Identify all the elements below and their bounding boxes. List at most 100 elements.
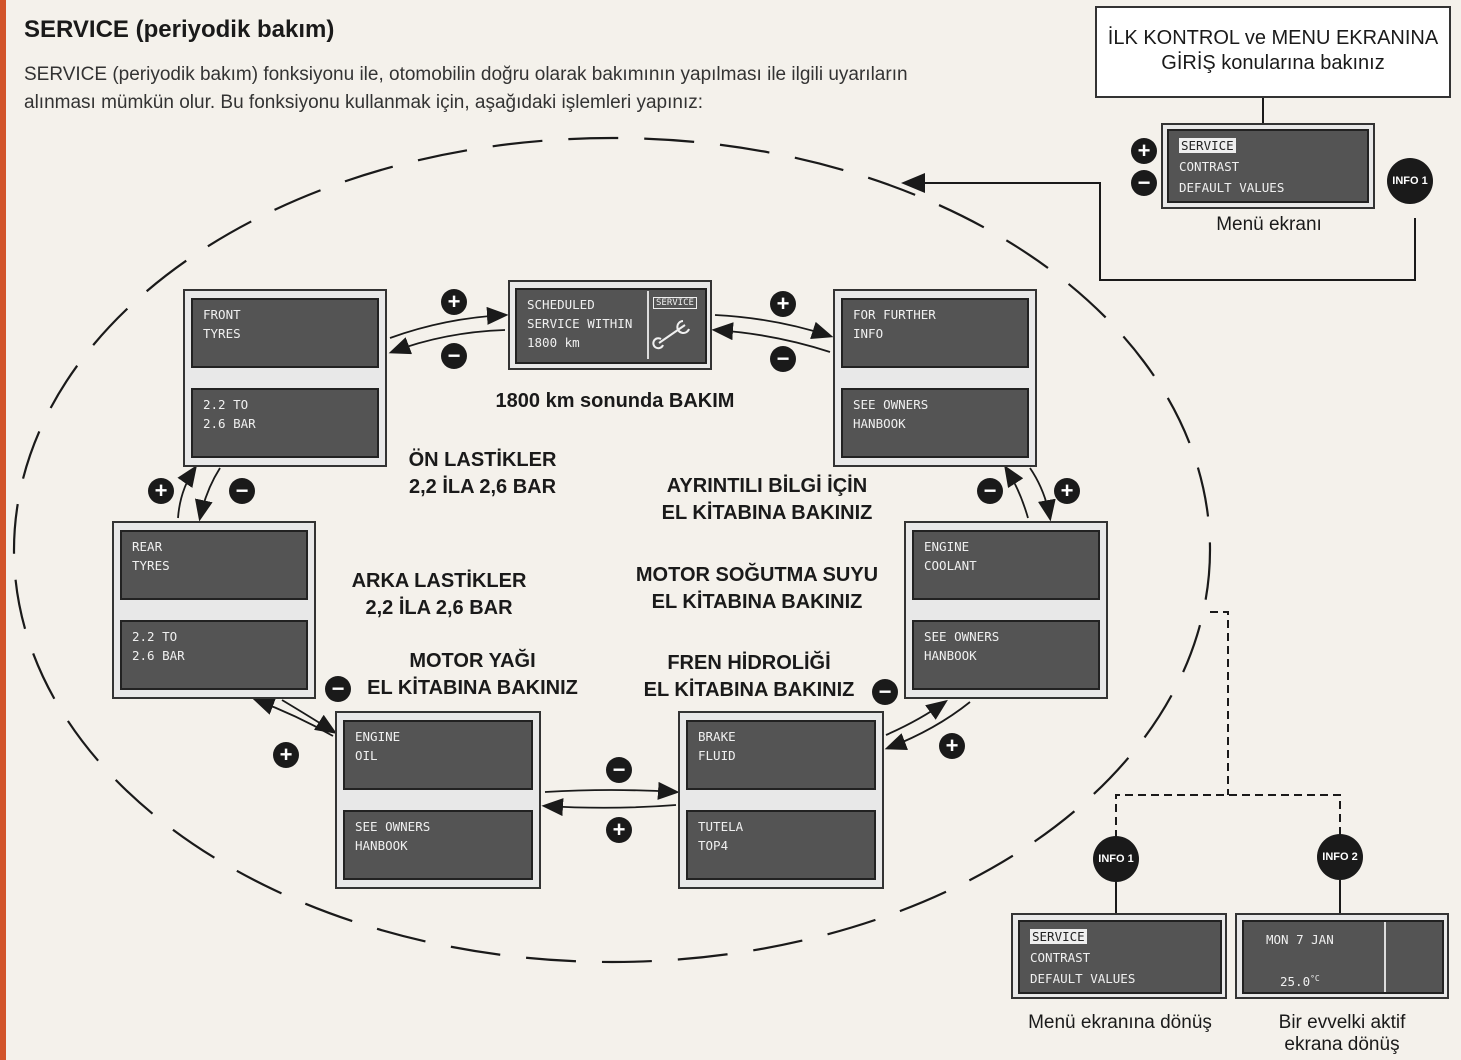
temperature-unit: °C bbox=[1310, 974, 1320, 983]
page-title: SERVICE (periyodik bakım) bbox=[24, 16, 335, 43]
return-prev-screen: MON 7 JAN 25.0°C bbox=[1242, 920, 1444, 994]
reference-line-2: GİRİŞ konularına bakınız bbox=[1161, 52, 1385, 74]
return-prev-caption-2: ekrana dönüş bbox=[1284, 1034, 1400, 1055]
temperature-display: 25.0°C bbox=[1280, 969, 1320, 991]
minus-button-brake-coolant[interactable]: − bbox=[872, 679, 898, 705]
brake-fluid-lcd: BRAKE FLUID TUTELA TOP4 bbox=[678, 711, 884, 889]
further-info-top: FOR FURTHER INFO bbox=[841, 298, 1029, 368]
service-icon: SERVICE bbox=[647, 291, 703, 359]
arrow-rear-oil bbox=[252, 697, 338, 737]
info2-button[interactable]: INFO 2 bbox=[1317, 834, 1363, 880]
engine-oil-lcd: ENGINE OIL SEE OWNERS HANBOOK bbox=[335, 711, 541, 889]
intro-line-1: SERVICE (periyodik bakım) fonksiyonu ile… bbox=[24, 64, 908, 85]
plus-button-rear-front[interactable]: + bbox=[148, 478, 174, 504]
cycle-ellipse bbox=[12, 136, 1212, 964]
minus-button-front-scheduled[interactable]: − bbox=[441, 343, 467, 369]
rear-caption-1: ARKA LASTİKLER bbox=[351, 570, 527, 592]
rear-caption-2: 2,2 İLA 2,6 BAR bbox=[365, 597, 513, 619]
front-caption-2: 2,2 İLA 2,6 BAR bbox=[408, 476, 557, 498]
page-edge-stripe bbox=[0, 0, 6, 1060]
menu-item-service[interactable]: SERVICE bbox=[1179, 138, 1236, 153]
scheduled-screen: SCHEDULED SERVICE WITHIN 1800 km bbox=[515, 288, 707, 364]
scheduled-caption: 1800 km sonunda BAKIM bbox=[495, 390, 735, 412]
menu-connector bbox=[901, 173, 1416, 281]
arrow-oil-brake bbox=[541, 781, 680, 817]
menu-lcd: SERVICE CONTRAST DEFAULT VALUES bbox=[1161, 123, 1375, 209]
brake-caption-1: FREN HİDROLİĞİ bbox=[667, 652, 831, 674]
rear-tyres-top: REAR TYRES bbox=[120, 530, 308, 600]
return-menu-lcd: SERVICE CONTRAST DEFAULT VALUES bbox=[1011, 913, 1227, 999]
front-tyres-bottom: 2.2 TO 2.6 BAR bbox=[191, 388, 379, 458]
return-prev-lcd: MON 7 JAN 25.0°C bbox=[1235, 913, 1449, 999]
reference-line-1: İLK KONTROL ve MENU EKRANINA bbox=[1107, 27, 1439, 49]
arrow-front-scheduled bbox=[388, 306, 509, 355]
arrow-brake-coolant bbox=[884, 699, 971, 750]
engine-oil-caption: MOTOR YAĞI EL KİTABINA BAKINIZ bbox=[355, 648, 590, 702]
menu-caption: Menü ekranı bbox=[1216, 214, 1322, 235]
coolant-caption-1: MOTOR SOĞUTMA SUYU bbox=[635, 564, 879, 586]
menu-screen: SERVICE CONTRAST DEFAULT VALUES bbox=[1167, 129, 1369, 203]
minus-button-front-rear[interactable]: − bbox=[229, 478, 255, 504]
screen-divider bbox=[1384, 922, 1386, 992]
service-icon-label: SERVICE bbox=[653, 297, 697, 309]
coolant-caption: MOTOR SOĞUTMA SUYU EL KİTABINA BAKINIZ bbox=[612, 562, 902, 616]
further-info-bottom: SEE OWNERS HANBOOK bbox=[841, 388, 1029, 458]
return-item-contrast[interactable]: CONTRAST bbox=[1030, 950, 1091, 965]
return-prev-caption: Bir evvelki aktif ekrana dönüş bbox=[1232, 1012, 1452, 1056]
engine-oil-bottom: SEE OWNERS HANBOOK bbox=[343, 810, 533, 880]
return-menu-caption: Menü ekranına dönüş bbox=[1028, 1012, 1212, 1033]
plus-button-brake-oil[interactable]: + bbox=[606, 817, 632, 843]
wrench-icon bbox=[652, 320, 690, 350]
arrow-scheduled-further bbox=[711, 314, 834, 353]
front-tyres-lcd: FRONT TYRES 2.2 TO 2.6 BAR bbox=[183, 289, 387, 467]
brake-caption-2: EL KİTABINA BAKINIZ bbox=[643, 679, 855, 701]
coolant-lcd: ENGINE COOLANT SEE OWNERS HANBOOK bbox=[904, 521, 1108, 699]
brake-fluid-bottom: TUTELA TOP4 bbox=[686, 810, 876, 880]
plus-button-coolant-further[interactable]: + bbox=[1054, 478, 1080, 504]
menu-item-default-values[interactable]: DEFAULT VALUES bbox=[1179, 180, 1285, 195]
oil-caption-2: EL KİTABINA BAKINIZ bbox=[367, 677, 578, 699]
info1-button-bottom[interactable]: INFO 1 bbox=[1093, 836, 1139, 882]
intro-line-2: alınması mümkün olur. Bu fonksiyonu kull… bbox=[24, 92, 704, 113]
plus-button-coolant-brake[interactable]: + bbox=[939, 733, 965, 759]
minus-button-scheduled-further[interactable]: − bbox=[770, 346, 796, 372]
brake-fluid-caption: FREN HİDROLİĞİ EL KİTABINA BAKINIZ bbox=[630, 650, 868, 704]
plus-button-oil-rear[interactable]: + bbox=[273, 742, 299, 768]
return-item-service[interactable]: SERVICE bbox=[1030, 929, 1087, 944]
minus-button[interactable]: − bbox=[1131, 170, 1157, 196]
info-connector bbox=[1210, 611, 1229, 795]
menu-item-contrast[interactable]: CONTRAST bbox=[1179, 159, 1240, 174]
arrow-front-rear bbox=[177, 465, 221, 522]
arrow-further-coolant bbox=[1004, 464, 1056, 522]
further-caption-2: EL KİTABINA BAKINIZ bbox=[661, 502, 873, 524]
coolant-caption-2: EL KİTABINA BAKINIZ bbox=[651, 591, 863, 613]
further-info-lcd: FOR FURTHER INFO SEE OWNERS HANBOOK bbox=[833, 289, 1037, 467]
coolant-bottom: SEE OWNERS HANBOOK bbox=[912, 620, 1100, 690]
further-caption-1: AYRINTILI BİLGİ İÇİN bbox=[666, 475, 868, 497]
engine-oil-top: ENGINE OIL bbox=[343, 720, 533, 790]
return-menu-screen: SERVICE CONTRAST DEFAULT VALUES bbox=[1018, 920, 1222, 994]
plus-button[interactable]: + bbox=[1131, 138, 1157, 164]
temperature-value: 25.0 bbox=[1280, 974, 1311, 990]
return-prev-caption-1: Bir evvelki aktif bbox=[1278, 1012, 1406, 1033]
plus-button-scheduled-further[interactable]: + bbox=[770, 291, 796, 317]
front-tyres-top: FRONT TYRES bbox=[191, 298, 379, 368]
scheduled-lcd: SCHEDULED SERVICE WITHIN 1800 km SERVICE bbox=[508, 280, 712, 370]
brake-fluid-top: BRAKE FLUID bbox=[686, 720, 876, 790]
coolant-top: ENGINE COOLANT bbox=[912, 530, 1100, 600]
front-caption-1: ÖN LASTİKLER bbox=[408, 449, 557, 471]
info1-button[interactable]: INFO 1 bbox=[1387, 158, 1433, 204]
front-tyres-caption: ÖN LASTİKLER 2,2 İLA 2,6 BAR bbox=[380, 447, 585, 501]
plus-button-front-scheduled[interactable]: + bbox=[441, 289, 467, 315]
date-display: MON 7 JAN bbox=[1266, 932, 1334, 947]
oil-caption-1: MOTOR YAĞI bbox=[409, 650, 536, 672]
minus-button-further-coolant[interactable]: − bbox=[977, 478, 1003, 504]
minus-button-oil-brake[interactable]: − bbox=[606, 757, 632, 783]
minus-button-rear-oil[interactable]: − bbox=[325, 676, 351, 702]
reference-box: İLK KONTROL ve MENU EKRANINA GİRİŞ konul… bbox=[1095, 6, 1451, 98]
rear-tyres-lcd: REAR TYRES 2.2 TO 2.6 BAR bbox=[112, 521, 316, 699]
rear-tyres-bottom: 2.2 TO 2.6 BAR bbox=[120, 620, 308, 690]
rear-tyres-caption: ARKA LASTİKLER 2,2 İLA 2,6 BAR bbox=[335, 568, 543, 622]
return-item-default-values[interactable]: DEFAULT VALUES bbox=[1030, 971, 1136, 986]
